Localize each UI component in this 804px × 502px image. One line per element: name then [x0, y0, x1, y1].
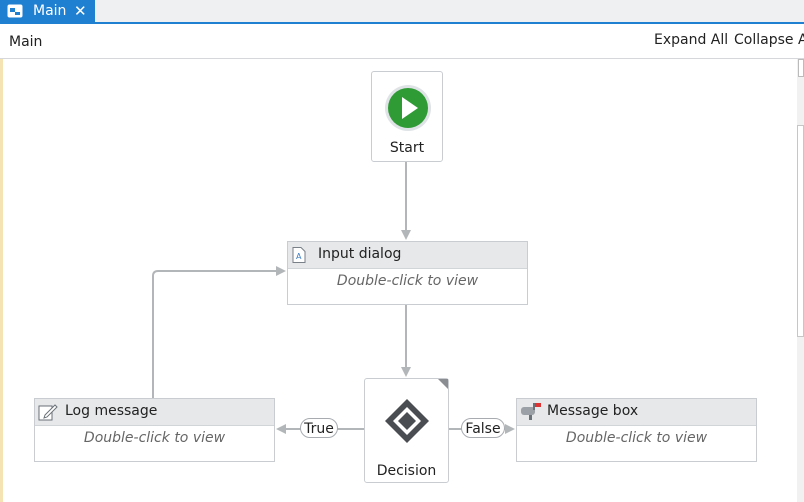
input-dialog-activity[interactable]: A Input dialog Double-click to view [287, 241, 528, 305]
activity-title: Input dialog [318, 246, 402, 262]
start-label: Start [389, 140, 425, 156]
tab-label: Main [33, 3, 67, 19]
log-message-activity[interactable]: Log message Double-click to view [34, 398, 275, 462]
activity-body: Double-click to view [83, 430, 226, 446]
input-dialog-icon: A [292, 247, 306, 263]
close-icon[interactable]: ✕ [74, 2, 87, 20]
activity-body: Double-click to view [336, 273, 479, 289]
expand-corner-icon [438, 379, 448, 389]
workflow-file-icon [7, 4, 23, 18]
play-icon [385, 85, 431, 131]
false-branch-label[interactable]: False [461, 418, 505, 438]
decision-diamond-icon [385, 399, 429, 443]
activity-title: Message box [547, 403, 639, 419]
decision-label: Decision [376, 463, 437, 479]
activity-header: Message box [517, 399, 756, 426]
activity-title: Log message [65, 403, 158, 419]
decision-node[interactable]: Decision [364, 378, 449, 483]
message-box-activity[interactable]: Message box Double-click to view [516, 398, 757, 462]
start-node[interactable]: Start [371, 71, 443, 162]
true-branch-label[interactable]: True [300, 418, 338, 438]
collapse-all-button[interactable]: Collapse All [734, 32, 804, 48]
tab-bar: Main ✕ [0, 0, 804, 24]
activity-body: Double-click to view [565, 430, 708, 446]
breadcrumb[interactable]: Main [9, 34, 43, 50]
expand-all-button[interactable]: Expand All [654, 32, 729, 48]
mailbox-icon [521, 403, 541, 420]
tab-main[interactable]: Main ✕ [0, 0, 95, 22]
connector-log-to-input [152, 266, 286, 398]
designer-header: Main Expand All Collapse All [0, 24, 804, 59]
log-message-icon [38, 404, 58, 421]
svg-text:A: A [296, 252, 302, 261]
activity-header: Log message [35, 399, 274, 426]
activity-header: A Input dialog [288, 242, 527, 269]
